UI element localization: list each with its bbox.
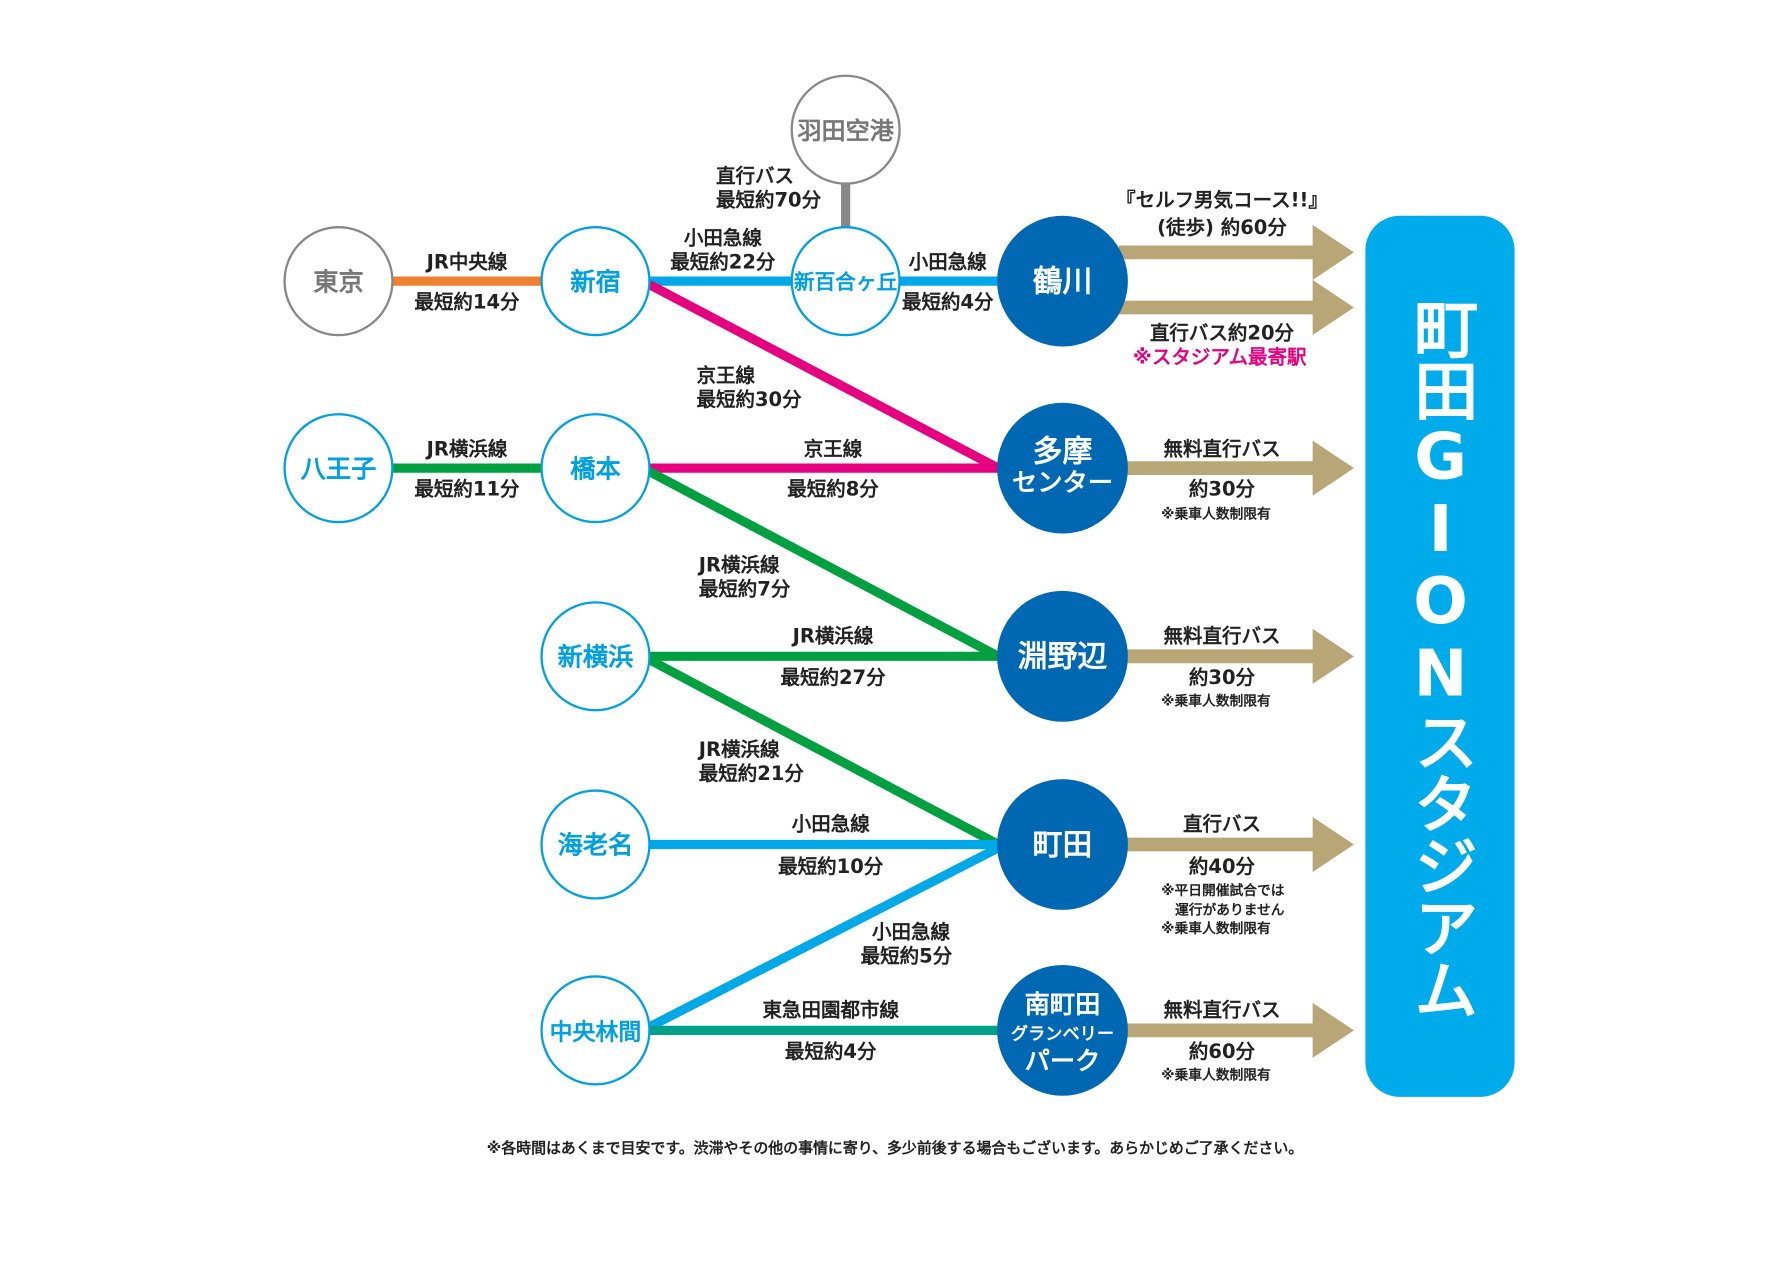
route-line: JR横浜線 [425, 438, 508, 461]
station-name-hashimoto: 橋本 [570, 454, 621, 483]
station-name-tama-1: 多摩 [1033, 434, 1093, 469]
station-shinyokohama [540, 601, 651, 712]
access-title: 『セルフ男気コース!!』 [1116, 189, 1328, 212]
access-time: 約60分 [1189, 1040, 1256, 1063]
access-note: ※乗車人数制限有 [1161, 920, 1271, 937]
station-name-tsurukawa: 鶴川 [1033, 264, 1093, 299]
route-line: 小田急線 [909, 250, 988, 273]
station-name-minamimachida-1: 南町田 [1025, 990, 1101, 1019]
route-line: 直行バス [716, 164, 794, 187]
footer-note: ※各時間はあくまで目安です。渋滞やその他の事情に寄り、多少前後する場合もございま… [486, 1140, 1304, 1158]
station-name-minamimachida-2: グランベリー [1011, 1024, 1114, 1045]
route-line: 京王線 [696, 364, 755, 387]
station-shinjuku [540, 226, 651, 337]
station-name-shinyurigaoka: 新百合ヶ丘 [794, 270, 898, 294]
station-name-chuorinkan: 中央林間 [550, 1019, 642, 1046]
station-tsurukawa [997, 215, 1128, 347]
station-name-shinjuku: 新宿 [570, 267, 620, 296]
route-time: 最短約4分 [902, 291, 994, 314]
route-line: 小田急線 [792, 813, 871, 836]
route-time: 最短約14分 [414, 291, 520, 314]
station-name-hachioji: 八王子 [301, 454, 377, 483]
route-time: 最短約22分 [670, 250, 776, 273]
station-chuorinkan [540, 975, 651, 1086]
route-line: JR横浜線 [697, 738, 780, 761]
station-name-haneda: 羽田空港 [797, 117, 894, 145]
line-odakyu-chuorinkan [647, 843, 1001, 1032]
station-haneda [790, 74, 901, 185]
route-time: 最短約30分 [696, 388, 802, 411]
access-note-nearest: ※スタジアム最寄駅 [1133, 346, 1307, 369]
route-time: 最短約70分 [716, 189, 822, 212]
route-line: JR中央線 [425, 250, 508, 273]
destination-stadium: 町田GIONスタジアム [1365, 215, 1515, 1097]
route-time: 最短約21分 [699, 762, 805, 785]
route-time: 最短約11分 [414, 478, 520, 501]
access-title: 無料直行バス [1163, 999, 1280, 1022]
access-time: 約40分 [1189, 855, 1256, 878]
access-title: 直行バス [1183, 813, 1261, 836]
station-tokyo [283, 226, 394, 337]
station-name-ebina: 海老名 [558, 831, 634, 860]
line-jr-yokohama-hashimoto [647, 467, 1001, 661]
access-time: 約30分 [1189, 478, 1256, 501]
station-name-fuchinobe: 淵野辺 [1018, 640, 1108, 675]
route-line: 小田急線 [872, 921, 951, 944]
station-ebina [540, 789, 651, 900]
route-line: 東急田園都市線 [762, 999, 899, 1022]
route-line: 小田急線 [684, 226, 763, 249]
route-line: 京王線 [804, 438, 863, 461]
route-time: 最短約27分 [780, 666, 886, 689]
route-time: 最短約7分 [699, 578, 791, 601]
access-note: ※平日開催試合では [1161, 882, 1285, 899]
line-jr-yokohama-machida [647, 655, 1001, 849]
access-title: 無料直行バス [1163, 438, 1280, 461]
station-tama-center [997, 402, 1128, 534]
route-time: 最短約5分 [861, 945, 953, 968]
route-time: 最短約8分 [787, 478, 879, 501]
access-time: 約30分 [1189, 666, 1256, 689]
access-time: (徒歩) 約60分 [1157, 216, 1287, 239]
station-name-shinyokohama: 新横浜 [558, 642, 634, 671]
access-note: ※乗車人数制限有 [1161, 506, 1271, 523]
destination-title: 町田GIONスタジアム [1403, 296, 1478, 1019]
access-note: ※乗車人数制限有 [1161, 1067, 1271, 1084]
route-line: JR横浜線 [697, 553, 780, 576]
station-minamimachida [997, 964, 1128, 1096]
line-keio-shinjuku [647, 280, 1001, 473]
station-hashimoto [540, 413, 651, 524]
access-note: ※乗車人数制限有 [1161, 693, 1271, 710]
access-note: 運行がありません [1175, 901, 1285, 918]
access-title: 無料直行バス [1163, 625, 1280, 648]
station-fuchinobe [997, 590, 1128, 722]
access-title: 直行バス約20分 [1150, 322, 1295, 345]
station-name-tokyo: 東京 [313, 267, 363, 296]
station-hachioji [283, 413, 394, 524]
station-machida [997, 779, 1128, 910]
station-shinyurigaoka [790, 226, 901, 337]
route-line: JR横浜線 [791, 625, 874, 648]
station-name-minamimachida-3: パーク [1025, 1046, 1101, 1075]
station-name-machida: 町田 [1033, 828, 1093, 863]
station-name-tama-2: センター [1012, 468, 1113, 497]
route-time: 最短約10分 [778, 855, 884, 878]
route-time: 最短約4分 [785, 1040, 877, 1063]
